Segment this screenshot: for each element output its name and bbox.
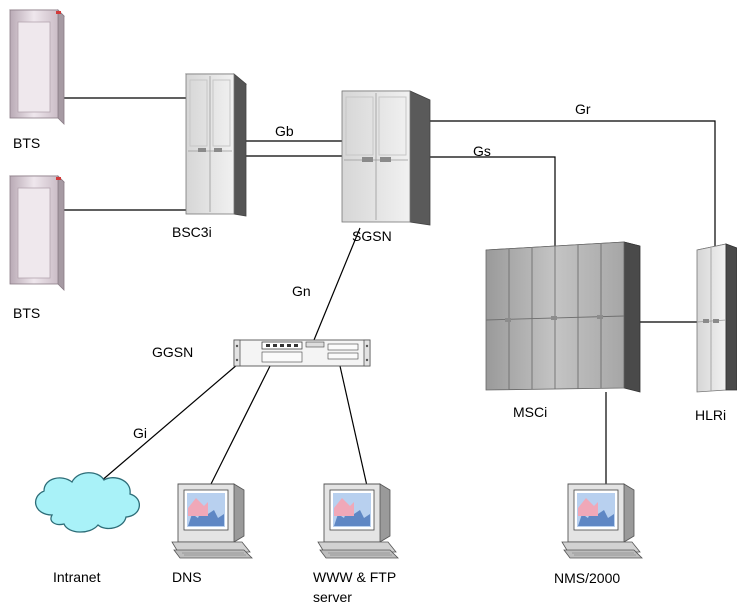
intranet-label: Intranet bbox=[53, 569, 101, 585]
bsc3i-label: BSC3i bbox=[172, 224, 212, 240]
bts-cabinet-top bbox=[9, 9, 65, 125]
sgsn-cabinet bbox=[341, 90, 431, 226]
interface-gn-label: Gn bbox=[292, 283, 311, 299]
link-sgsn-hlr-gr bbox=[430, 120, 716, 250]
www-ftp-label-line1: WWW & FTP bbox=[313, 569, 396, 585]
sgsn-label: SGSN bbox=[352, 228, 392, 244]
interface-gb-label: Gb bbox=[275, 123, 294, 139]
msci-cabinet bbox=[485, 241, 641, 393]
intranet-cloud-icon bbox=[34, 472, 140, 533]
interface-gs-label: Gs bbox=[473, 143, 491, 159]
hlri-label: HLRi bbox=[695, 407, 726, 423]
link-ggsn-intranet-gi bbox=[99, 363, 239, 483]
dns-workstation-icon bbox=[171, 483, 253, 559]
www-ftp-server-workstation-icon bbox=[317, 483, 399, 559]
link-sgsn-msc-gs bbox=[430, 156, 556, 250]
link-sgsn-ggsn-gn bbox=[313, 227, 361, 341]
bts-bottom-label: BTS bbox=[13, 305, 40, 321]
bts-top-label: BTS bbox=[13, 135, 40, 151]
link-ggsn-dns bbox=[206, 365, 271, 493]
nms-label: NMS/2000 bbox=[554, 570, 620, 586]
nms-workstation-icon bbox=[561, 483, 643, 559]
interface-gr-label: Gr bbox=[575, 101, 591, 117]
bts-cabinet-bottom bbox=[9, 175, 65, 291]
www-ftp-label-line2: server bbox=[313, 589, 352, 605]
connections bbox=[62, 97, 716, 493]
ggsn-label: GGSN bbox=[152, 344, 193, 360]
dns-label: DNS bbox=[172, 569, 202, 585]
interface-gi-label: Gi bbox=[133, 425, 147, 441]
hlri-cabinet bbox=[696, 243, 737, 393]
msci-label: MSCi bbox=[513, 404, 547, 420]
bsc3i-cabinet bbox=[184, 73, 248, 217]
ggsn-rack-unit bbox=[233, 339, 371, 367]
link-ggsn-www bbox=[339, 365, 368, 487]
